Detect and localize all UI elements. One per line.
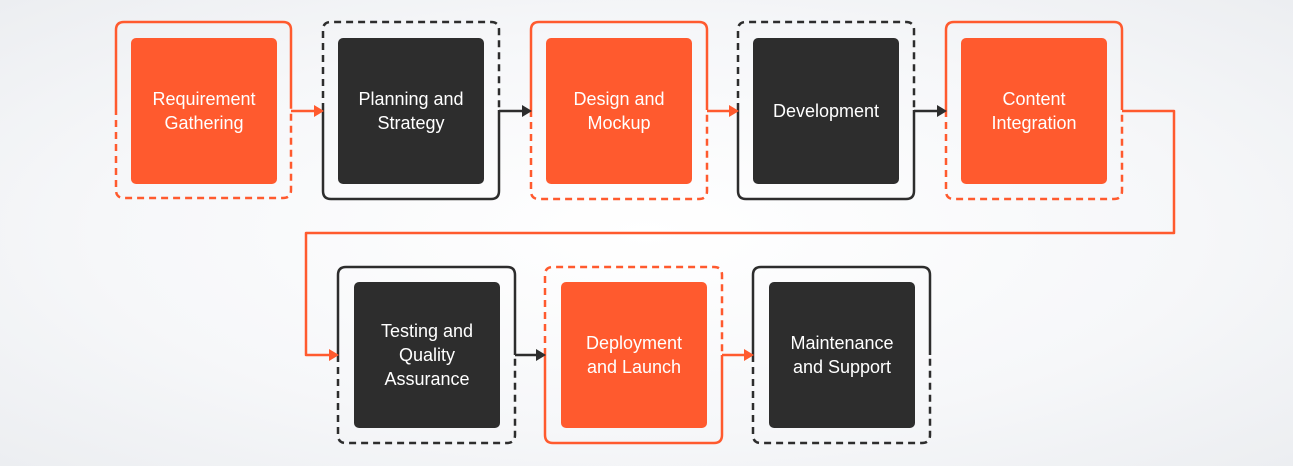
- step-development: Development: [753, 38, 899, 184]
- step-testing-and-quality-assurance: Testing and Quality Assurance: [354, 282, 500, 428]
- frame-step-7: [543, 265, 724, 445]
- frame-step-6: [336, 265, 517, 445]
- step-content-integration: Content Integration: [961, 38, 1107, 184]
- frame-step-2: [321, 20, 501, 201]
- arrow-4-to-5: [914, 105, 947, 117]
- frame-step-5: [944, 20, 1124, 201]
- step-label: Maintenance and Support: [790, 333, 894, 377]
- step-planning-and-strategy: Planning and Strategy: [338, 38, 484, 184]
- frame-step-8: [751, 265, 932, 445]
- frame-step-3: [529, 20, 709, 201]
- arrow-6-to-7: [515, 349, 546, 361]
- arrow-2-to-3: [499, 105, 532, 117]
- step-label: Testing and Quality Assurance: [380, 321, 474, 389]
- step-label: Planning and Strategy: [358, 89, 464, 133]
- arrow-5-to-6: [304, 109, 1176, 361]
- step-design-and-mockup: Design and Mockup: [546, 38, 692, 184]
- step-label: Content Integration: [991, 89, 1077, 133]
- step-deployment-and-launch: Deployment and Launch: [561, 282, 707, 428]
- step-label: Requirement Gathering: [152, 89, 256, 133]
- step-label: Development: [772, 101, 880, 121]
- arrow-7-to-8: [722, 349, 754, 361]
- frame-step-1: [114, 20, 293, 200]
- arrow-1-to-2: [291, 105, 324, 117]
- frame-step-4: [736, 20, 916, 201]
- arrow-3-to-4: [707, 105, 739, 117]
- step-label: Deployment and Launch: [585, 333, 683, 377]
- step-label: Design and Mockup: [573, 89, 665, 133]
- step-maintenance-and-support: Maintenance and Support: [769, 282, 915, 428]
- step-requirement-gathering: Requirement Gathering: [131, 38, 277, 184]
